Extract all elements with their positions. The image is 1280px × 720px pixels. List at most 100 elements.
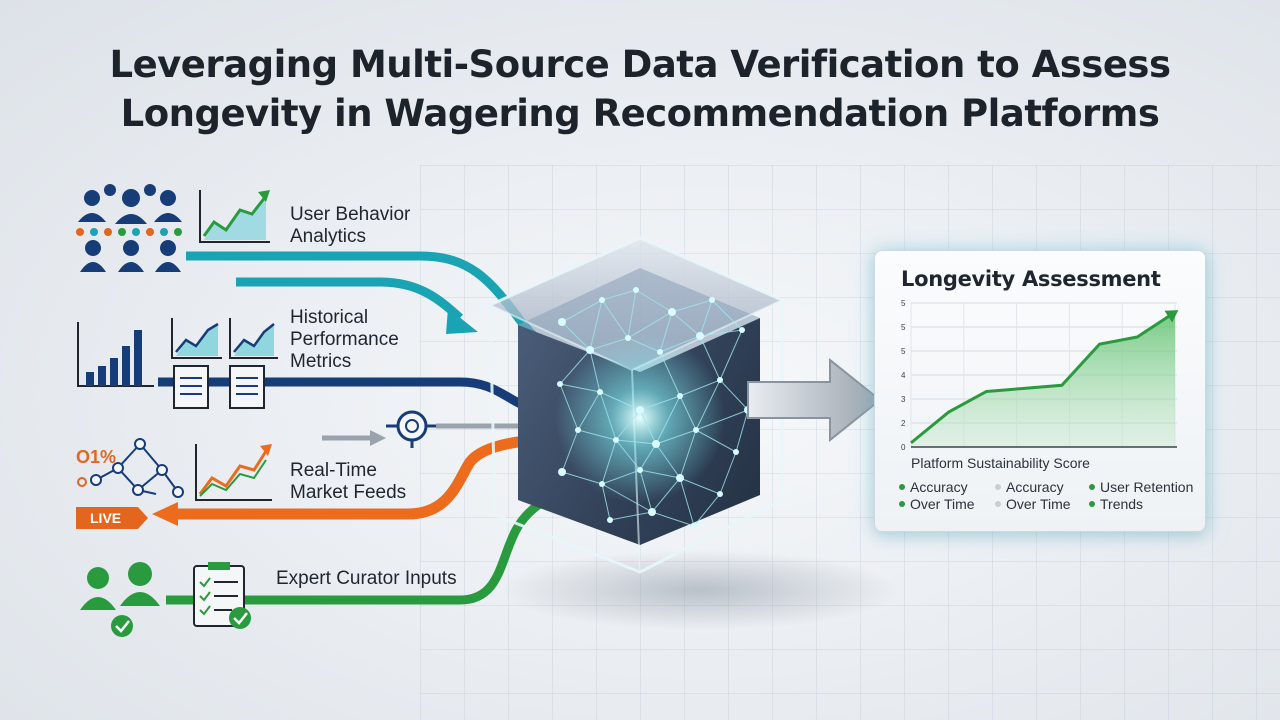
network-link xyxy=(639,443,657,471)
network-link xyxy=(699,335,721,381)
network-node xyxy=(597,389,603,395)
network-link xyxy=(589,299,603,351)
assessment-subtitle: Platform Sustainability Score xyxy=(911,455,1090,471)
user-behavior-label-line2: Analytics xyxy=(290,226,367,247)
chart-area-fill xyxy=(911,312,1175,447)
legend-dot xyxy=(995,501,1001,508)
market-feed-label: Real-Time Market Feeds xyxy=(290,460,406,504)
network-node xyxy=(648,508,656,516)
network-link xyxy=(601,289,637,301)
network-node xyxy=(575,427,581,433)
network-link xyxy=(699,329,743,337)
chart-y-tick-label: 0 xyxy=(901,443,906,451)
network-link xyxy=(561,471,603,485)
network-node xyxy=(558,318,566,326)
cube-shadow xyxy=(500,550,900,630)
live-badge: LIVE xyxy=(76,507,148,529)
checklist-icon xyxy=(193,562,251,629)
network-node xyxy=(696,332,704,340)
user-dots-icon xyxy=(76,228,182,236)
legend-text: Trends xyxy=(1100,496,1144,512)
chart-x-tick-label: 10 xyxy=(1171,450,1180,451)
legend-item-accuracy-2: Accuracy Over Time xyxy=(995,479,1071,513)
network-node xyxy=(717,377,723,383)
network-link xyxy=(695,429,737,453)
network-link xyxy=(651,477,681,513)
network-link xyxy=(719,379,749,411)
user-behavior-label: User Behavior Analytics xyxy=(290,204,410,248)
network-link xyxy=(671,311,701,337)
network-link xyxy=(589,349,601,393)
network-link xyxy=(639,395,681,411)
title-line-1: Leveraging Multi-Source Data Verificatio… xyxy=(109,43,1171,86)
network-link xyxy=(655,395,681,445)
network-link xyxy=(659,351,681,397)
network-node xyxy=(599,481,605,487)
chart-y-tick-label: 2 xyxy=(901,419,906,428)
network-node xyxy=(633,287,639,293)
network-link xyxy=(719,329,743,381)
chart-y-tick-label: 4 xyxy=(901,371,906,380)
historical-label: Historical Performance Metrics xyxy=(290,307,399,373)
chart-x-tick-label: 10 xyxy=(1087,450,1096,451)
network-link xyxy=(627,289,637,339)
market-feed-label-line2: Market Feeds xyxy=(290,482,407,503)
legend-item-retention: User Retention Trends xyxy=(1089,479,1193,513)
assessment-title: Longevity Assessment xyxy=(901,267,1161,291)
network-link xyxy=(559,349,591,385)
network-node xyxy=(709,297,715,303)
network-node xyxy=(693,427,699,433)
network-link xyxy=(699,299,713,337)
network-node xyxy=(733,449,739,455)
expert-label-line1: Expert Curator Inputs xyxy=(276,568,457,589)
network-link xyxy=(615,439,641,471)
network-link xyxy=(561,299,603,323)
network-link xyxy=(659,311,673,353)
network-link xyxy=(679,429,697,479)
legend-dot xyxy=(1089,484,1095,491)
network-link xyxy=(561,321,591,351)
network-link xyxy=(693,493,721,527)
legend-item-accuracy-1: Accuracy Over Time xyxy=(899,479,975,513)
network-node xyxy=(717,491,723,497)
legend-dot xyxy=(899,484,905,491)
network-node xyxy=(691,523,697,529)
legend-text: User Retention xyxy=(1100,479,1194,495)
network-link xyxy=(659,335,701,353)
network-link xyxy=(651,511,695,527)
document-icon xyxy=(173,365,265,409)
bar-chart-icon xyxy=(77,322,154,387)
network-link xyxy=(679,379,721,397)
network-node xyxy=(668,308,676,316)
network-link xyxy=(615,439,657,445)
network-link xyxy=(695,379,721,431)
legend-text: Accuracy xyxy=(1006,479,1064,495)
network-link xyxy=(719,451,737,495)
user-behavior-icon xyxy=(78,184,182,272)
chart-x-tick-label: 10 xyxy=(985,450,994,451)
line-chart-icon xyxy=(171,318,278,359)
chart-y-tick-label: 5 xyxy=(901,323,906,332)
network-link xyxy=(627,311,673,339)
network-link xyxy=(735,409,749,453)
network-link xyxy=(679,395,697,431)
legend-text: Over Time xyxy=(910,496,975,512)
network-link xyxy=(615,409,641,441)
network-node xyxy=(739,327,745,333)
network-node xyxy=(636,406,644,414)
network-link xyxy=(635,289,673,313)
network-link xyxy=(599,391,617,441)
network-node xyxy=(607,517,613,523)
brain-sensor-icon xyxy=(386,410,436,448)
market-feed-label-line1: Real-Time xyxy=(290,460,377,481)
legend-text: Over Time xyxy=(1006,496,1071,512)
output-arrow xyxy=(747,357,882,443)
network-link xyxy=(561,429,579,473)
live-badge-text: LIVE xyxy=(90,510,122,526)
network-node xyxy=(599,297,605,303)
chart-x-tick-label: 12 xyxy=(1129,450,1138,451)
network-node xyxy=(677,393,683,399)
network-link xyxy=(599,391,641,411)
